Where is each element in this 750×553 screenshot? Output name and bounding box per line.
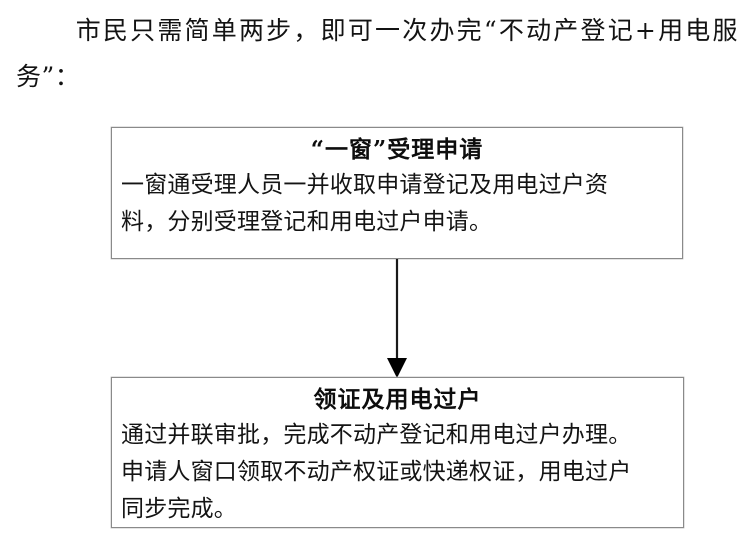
flow-node-certificate: 领证及用电过户 通过并联审批，完成不动产登记和用电过户办理。 申请人窗口领取不动… bbox=[111, 377, 684, 528]
arrow-head-icon bbox=[387, 358, 407, 378]
flow-node-2-body-line: 申请人窗口领取不动产权证或快递权证，用电过户 bbox=[121, 459, 632, 485]
intro-text: 市民只需简单两步，即可一次办完“不动产登记+用电服务”： bbox=[16, 16, 738, 91]
flow-node-1-title: “一窗”受理申请 bbox=[310, 136, 484, 163]
flow-node-2-body-line: 通过并联审批，完成不动产登记和用电过户办理。 bbox=[121, 422, 632, 448]
flow-node-1-body: 一窗通受理人员一并收取申请登记及用电过户资 料，分别受理登记和用电过户申请。 bbox=[112, 167, 682, 241]
flow-node-2-title: 领证及用电过户 bbox=[313, 386, 482, 413]
intro-paragraph: 市民只需简单两步，即可一次办完“不动产登记+用电服务”： bbox=[16, 8, 738, 100]
flow-node-reception: “一窗”受理申请 一窗通受理人员一并收取申请登记及用电过户资 料，分别受理登记和… bbox=[111, 127, 683, 259]
flow-node-1-body-line: 一窗通受理人员一并收取申请登记及用电过户资 bbox=[121, 172, 609, 198]
flow-node-1-body-line: 料，分别受理登记和用电过户申请。 bbox=[121, 209, 493, 235]
flow-node-2-body-line: 同步完成。 bbox=[121, 496, 237, 522]
flow-node-2-body: 通过并联审批，完成不动产登记和用电过户办理。 申请人窗口领取不动产权证或快递权证… bbox=[112, 417, 683, 528]
